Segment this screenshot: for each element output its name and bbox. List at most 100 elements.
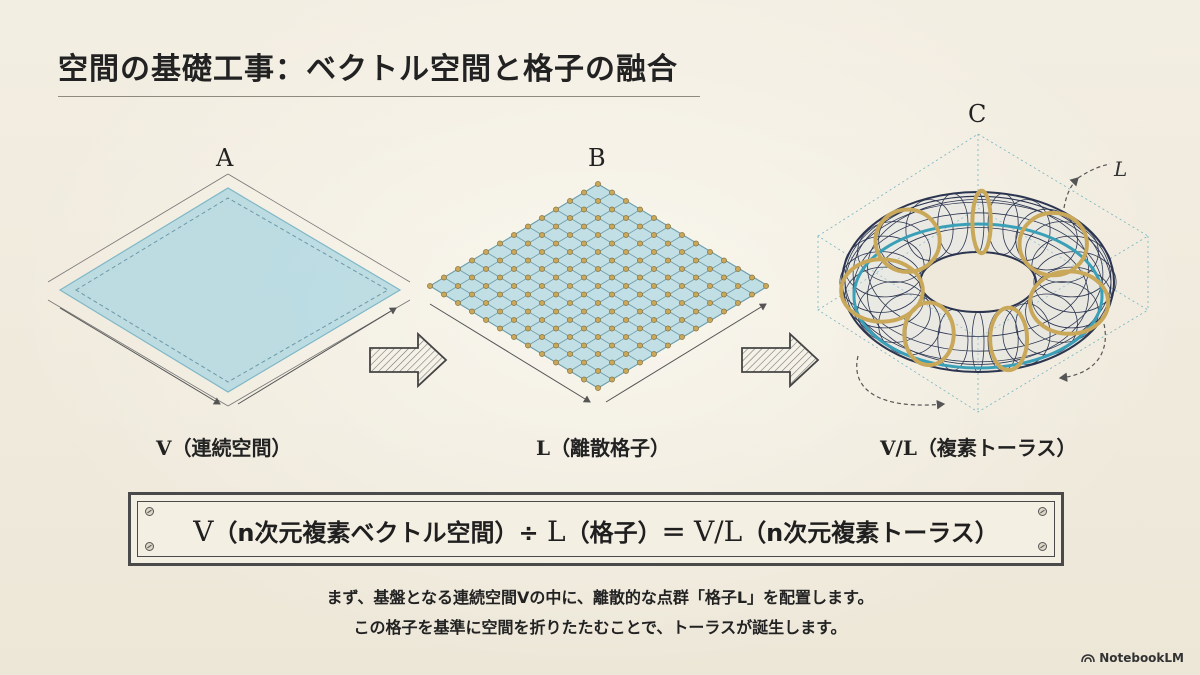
lattice-point (749, 274, 755, 281)
figure-c-caption: V/L（複素トーラス） (880, 436, 1077, 460)
lattice-point (455, 300, 461, 306)
lattice-point (651, 317, 657, 323)
lattice-point (623, 249, 629, 255)
figure-b-caption: L（離散格子） (536, 436, 671, 460)
lattice-point (581, 291, 587, 298)
lattice-point (693, 257, 699, 264)
arrow-a-to-b (369, 331, 448, 389)
torus-lattice-annotation: L (1113, 157, 1127, 181)
lattice-point (539, 266, 545, 272)
lattice-point (637, 206, 643, 213)
lattice-point (679, 249, 685, 255)
figure-a-caption: V（連続空間） (156, 436, 292, 460)
lattice-point (623, 215, 629, 221)
figure-b-letter: B (588, 144, 606, 172)
lattice-point (707, 317, 713, 323)
lattice-point (609, 206, 615, 213)
lattice-point (525, 274, 531, 281)
lattice-point (651, 249, 657, 255)
lattice-point (483, 317, 489, 323)
lattice-point (609, 257, 615, 264)
lattice-point (469, 291, 475, 298)
torus-lattice-band (988, 305, 1030, 373)
lattice-point (553, 206, 559, 213)
lattice-point (483, 249, 489, 255)
formula-v: V (193, 515, 214, 548)
lattice-point (567, 368, 573, 374)
lattice-point (665, 257, 671, 264)
lattice-point (511, 334, 517, 340)
lattice-point (679, 334, 685, 340)
lattice-point (497, 291, 503, 298)
lattice-point (707, 300, 713, 306)
lattice-point (581, 257, 587, 264)
lattice-point (469, 274, 475, 281)
formula-l-desc: （格子）＝ (565, 519, 686, 547)
lattice-point (609, 274, 615, 281)
lattice-point (623, 351, 629, 357)
lattice-point (623, 198, 629, 204)
lattice-point (567, 334, 573, 340)
lattice-point (679, 266, 685, 272)
formula-text: V（n次元複素ベクトル空間）÷ L（格子）＝ V/L（n次元複素トーラス） (131, 513, 1061, 548)
lattice-point (595, 317, 601, 323)
torus-wire (905, 199, 954, 261)
lattice-point (749, 291, 755, 298)
lattice-point (707, 266, 713, 272)
lattice-point (525, 325, 531, 332)
lattice-point (679, 317, 685, 323)
lattice-point (539, 300, 545, 306)
lattice-point (651, 351, 657, 357)
lattice-point (637, 342, 643, 349)
notebooklm-brand: NotebookLM (1081, 651, 1184, 665)
lattice-point (595, 266, 601, 272)
figure-b-lattice (427, 181, 770, 403)
lattice-point (595, 232, 601, 238)
lattice-point (595, 334, 601, 340)
torus-wire (937, 309, 969, 371)
lattice-point (693, 291, 699, 298)
lattice-point (637, 257, 643, 264)
formula-v-desc: （n次元複素ベクトル空間）÷ (213, 519, 539, 547)
lattice-point (595, 351, 601, 357)
lattice-point (553, 223, 559, 230)
lattice-point (581, 206, 587, 213)
lattice-point (623, 300, 629, 306)
screw-icon (1038, 542, 1047, 551)
lattice-point (609, 342, 615, 349)
lattice-point (595, 249, 601, 255)
lattice-point (623, 368, 629, 374)
notebooklm-logo-icon (1081, 653, 1095, 662)
lattice-point (581, 342, 587, 349)
lattice-point (497, 308, 503, 315)
lattice-point (539, 334, 545, 340)
lattice-point (595, 385, 601, 391)
lattice-point (595, 181, 601, 187)
lattice-point (567, 317, 573, 323)
lattice-point (469, 257, 475, 264)
lattice-point (637, 240, 643, 247)
lattice-point (539, 317, 545, 323)
lattice-point (637, 291, 643, 298)
screw-icon (145, 507, 154, 516)
slide-title: 空間の基礎工事：ベクトル空間と格子の融合 (58, 52, 678, 87)
lattice-point (665, 325, 671, 332)
lattice-point (553, 291, 559, 298)
lattice-point (679, 232, 685, 238)
screw-icon (1038, 507, 1047, 516)
lattice-point (637, 274, 643, 281)
lattice-point (581, 274, 587, 281)
lattice-point (651, 334, 657, 340)
lattice-point (595, 368, 601, 374)
lattice-point (609, 240, 615, 247)
lattice-point (553, 274, 559, 281)
lattice-point (581, 325, 587, 332)
figure-c-torus: L (817, 133, 1149, 413)
figure-a-plane (47, 173, 411, 407)
lattice-point (693, 308, 699, 315)
lattice-point (595, 300, 601, 306)
lattice-point (553, 257, 559, 264)
lattice-point (553, 308, 559, 315)
torus-wire (971, 311, 985, 373)
